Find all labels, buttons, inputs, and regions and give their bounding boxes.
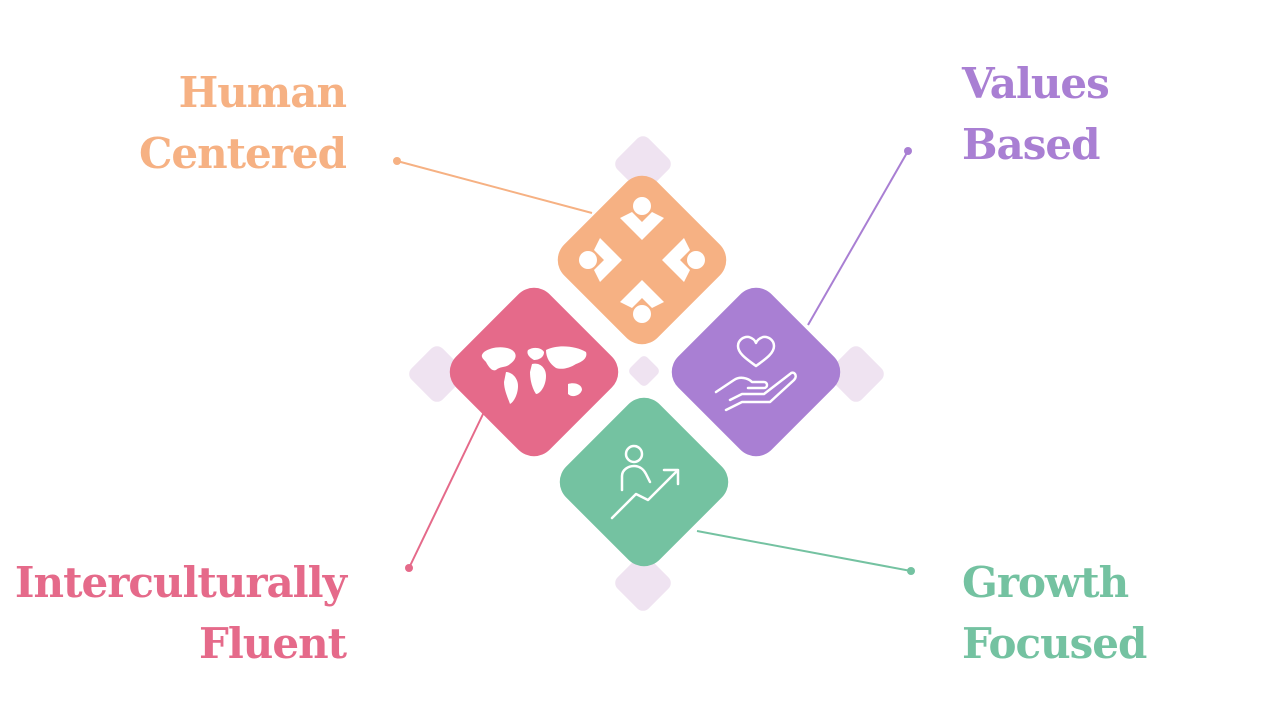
connector-human-dot <box>393 157 401 165</box>
connector-human <box>396 160 593 214</box>
label-human-centered: Human Centered <box>138 62 347 184</box>
label-growth-focused: Growth Focused <box>962 552 1147 674</box>
diamond-intercultural <box>449 287 619 457</box>
person-growth-arrow-icon <box>610 444 680 520</box>
label-values-based: Values Based <box>962 53 1110 175</box>
connector-values <box>807 150 909 326</box>
label-values-based-line2: Based <box>962 120 1100 169</box>
label-human-centered-line1: Human <box>178 68 347 117</box>
connectors <box>393 147 915 575</box>
diamond-human <box>557 175 727 345</box>
accent-tile-left <box>409 346 465 402</box>
connector-growth <box>696 530 912 572</box>
diamond-values <box>671 287 841 457</box>
label-interculturally-fluent-line2: Fluent <box>199 619 347 668</box>
connector-intercultural-dot <box>405 564 413 572</box>
label-interculturally-fluent-line1: Interculturally <box>14 558 347 607</box>
accent-tile-top <box>615 136 671 192</box>
heart-in-hand-icon <box>714 335 797 412</box>
accent-tile-center <box>629 356 659 386</box>
world-map-icon <box>481 346 587 404</box>
label-growth-focused-line1: Growth <box>962 558 1129 607</box>
label-growth-focused-line2: Focused <box>962 619 1147 668</box>
diamond-growth <box>559 397 729 567</box>
connector-intercultural <box>408 411 485 569</box>
accent-tiles <box>409 136 884 611</box>
label-human-centered-line2: Centered <box>138 129 347 178</box>
connector-values-dot <box>904 147 912 155</box>
accent-tile-bottom <box>615 555 671 611</box>
accent-tile-right <box>828 346 884 402</box>
connector-growth-dot <box>907 567 915 575</box>
label-interculturally-fluent: Interculturally Fluent <box>14 552 347 674</box>
people-circle-icon <box>579 197 705 323</box>
label-values-based-line1: Values <box>962 59 1110 108</box>
